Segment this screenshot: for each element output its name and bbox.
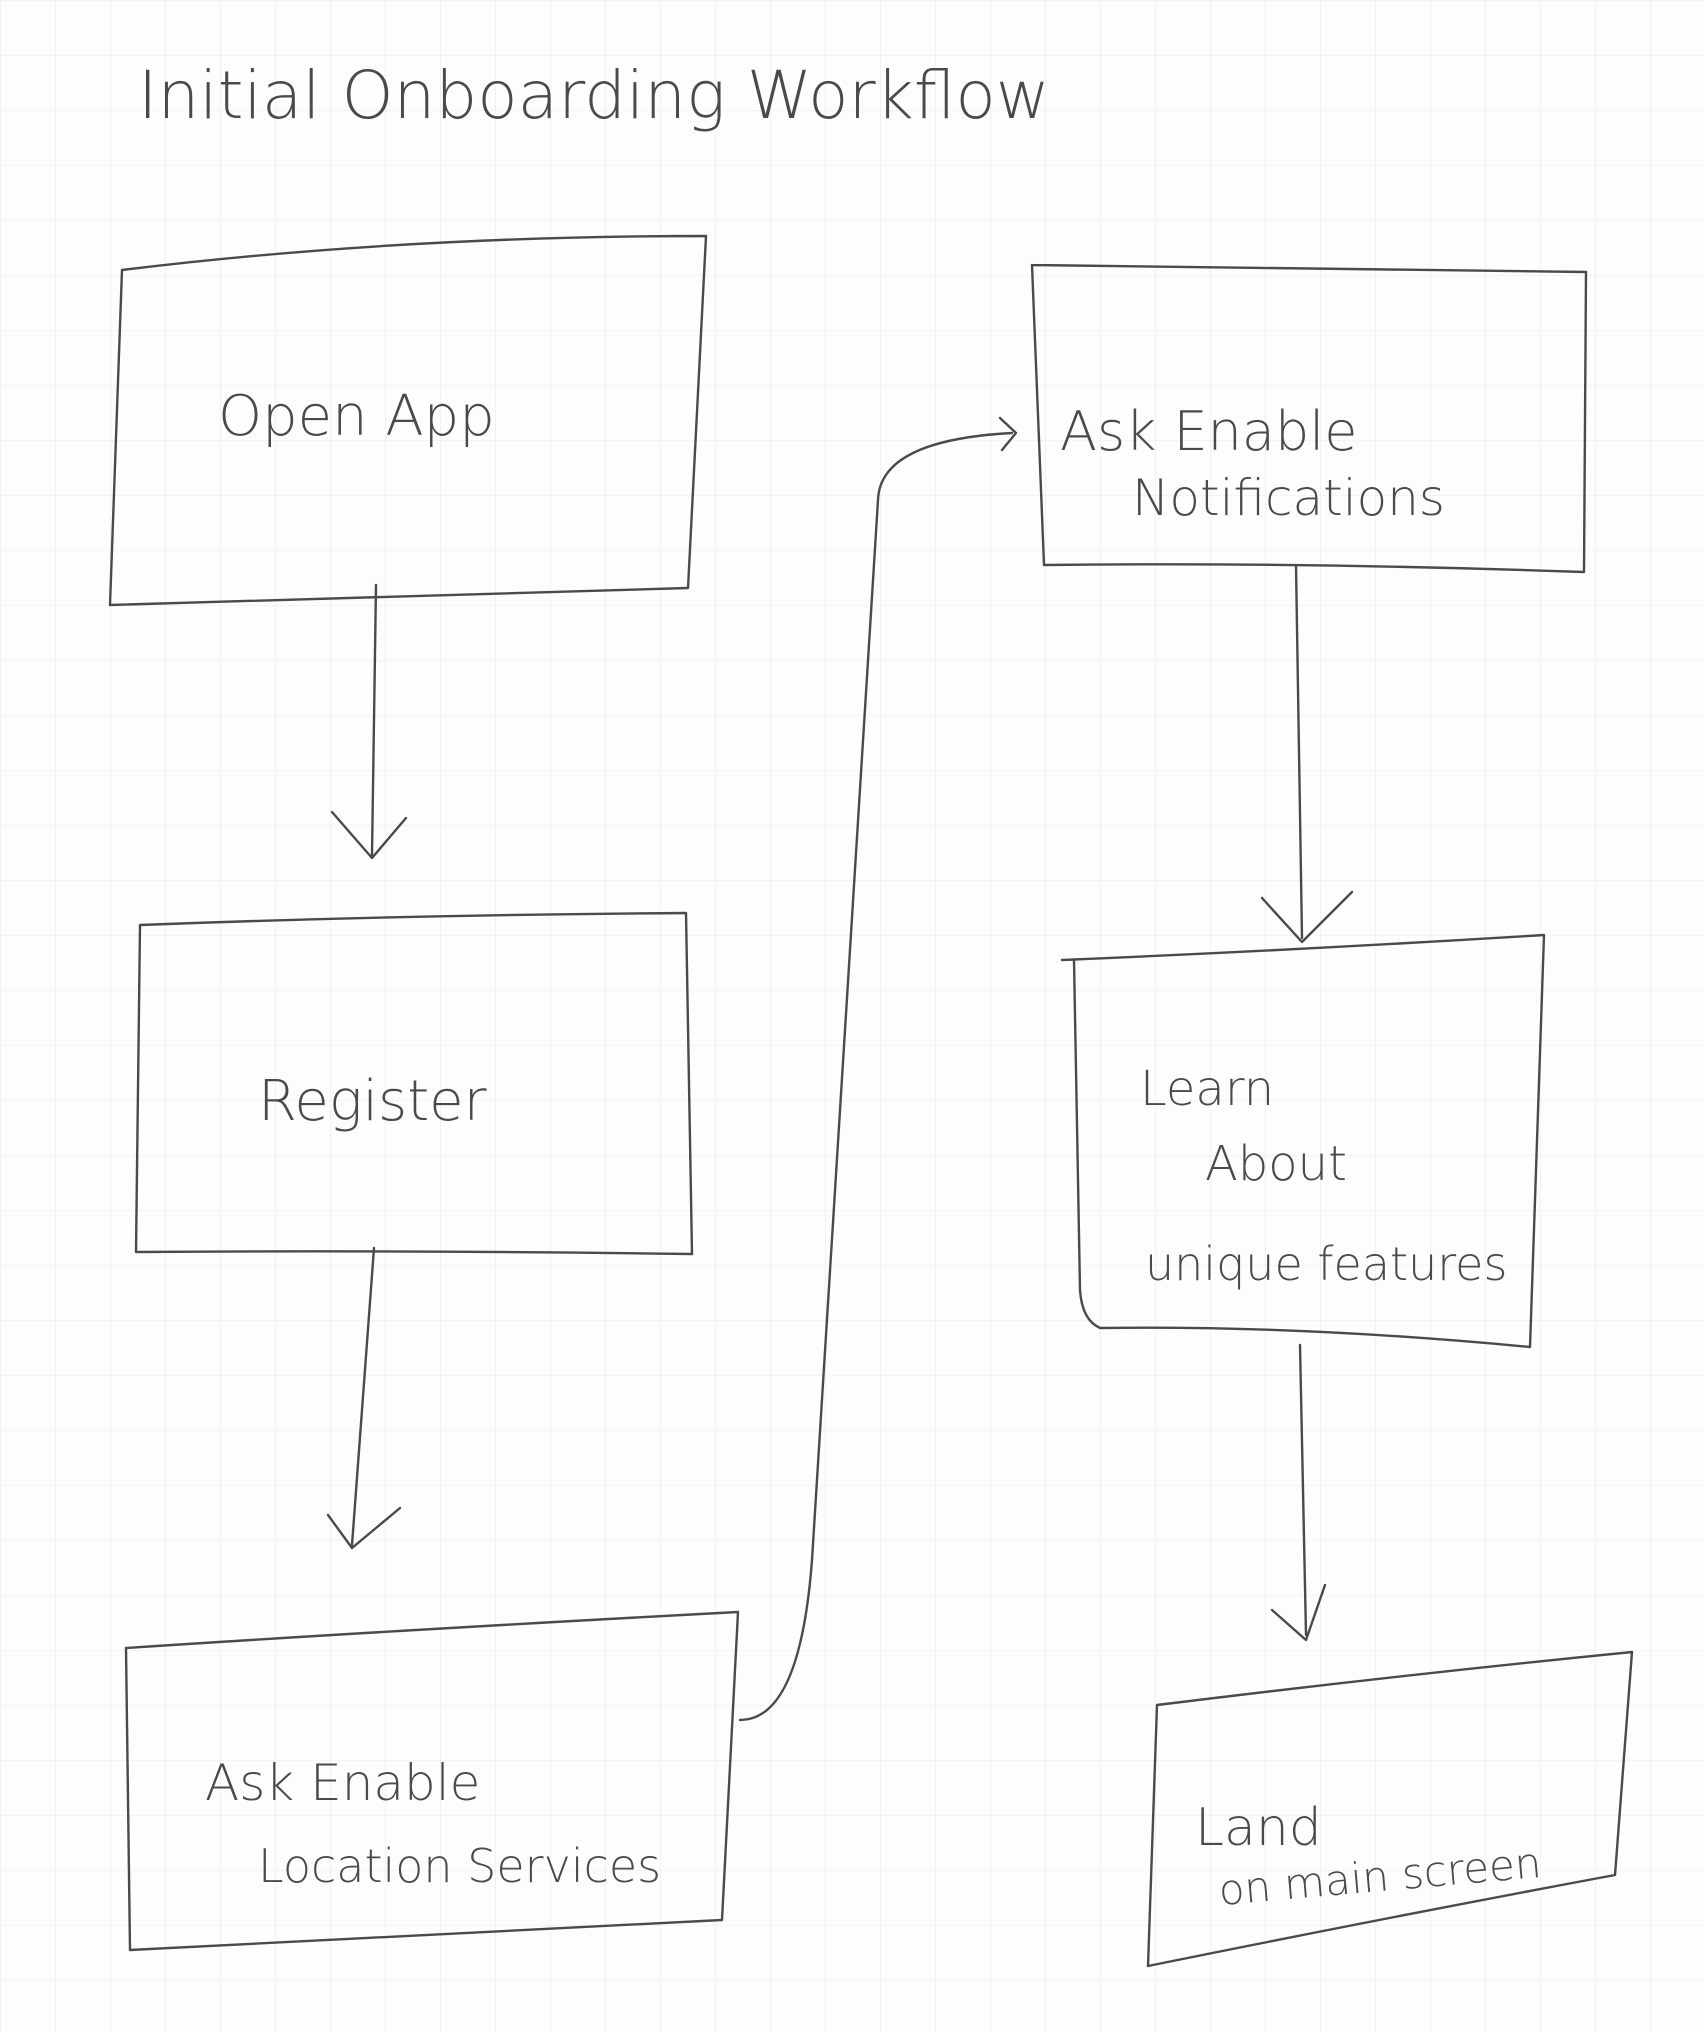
step-box <box>124 1610 740 1952</box>
step-label: unique features <box>1145 1237 1507 1291</box>
step-label: Land <box>1195 1798 1322 1858</box>
arrow-location-to-notifications <box>738 416 1018 1722</box>
step-notifications: Ask Enable Notifications <box>1030 263 1588 574</box>
step-label: Learn <box>1140 1061 1274 1117</box>
step-label: Ask Enable <box>1060 400 1357 463</box>
arrow-features-to-land <box>1270 1343 1327 1642</box>
step-register: Register <box>134 911 694 1256</box>
step-land-main-screen: Land on main screen <box>1146 1650 1634 1968</box>
arrow-register-to-location <box>326 1246 402 1550</box>
step-open-app: Open App <box>108 234 708 607</box>
step-label: Open App <box>218 384 495 449</box>
step-location-services: Ask Enable Location Services <box>124 1610 740 1952</box>
step-box <box>134 911 694 1256</box>
step-label: Notifications <box>1132 469 1445 527</box>
step-box <box>1030 263 1588 574</box>
step-box <box>1146 1650 1634 1968</box>
step-unique-features: Learn About unique features <box>1060 933 1546 1349</box>
diagram-title: Initial Onboarding Workflow <box>138 57 1050 134</box>
step-label: Register <box>258 1069 487 1134</box>
step-label: Ask Enable <box>205 1754 480 1812</box>
step-box <box>108 234 708 607</box>
step-label: About <box>1205 1136 1347 1192</box>
step-label: Location Services <box>258 1839 661 1893</box>
arrow-notifications-to-features <box>1260 563 1354 944</box>
step-box <box>1060 933 1546 1349</box>
arrow-open-to-register <box>330 583 408 860</box>
